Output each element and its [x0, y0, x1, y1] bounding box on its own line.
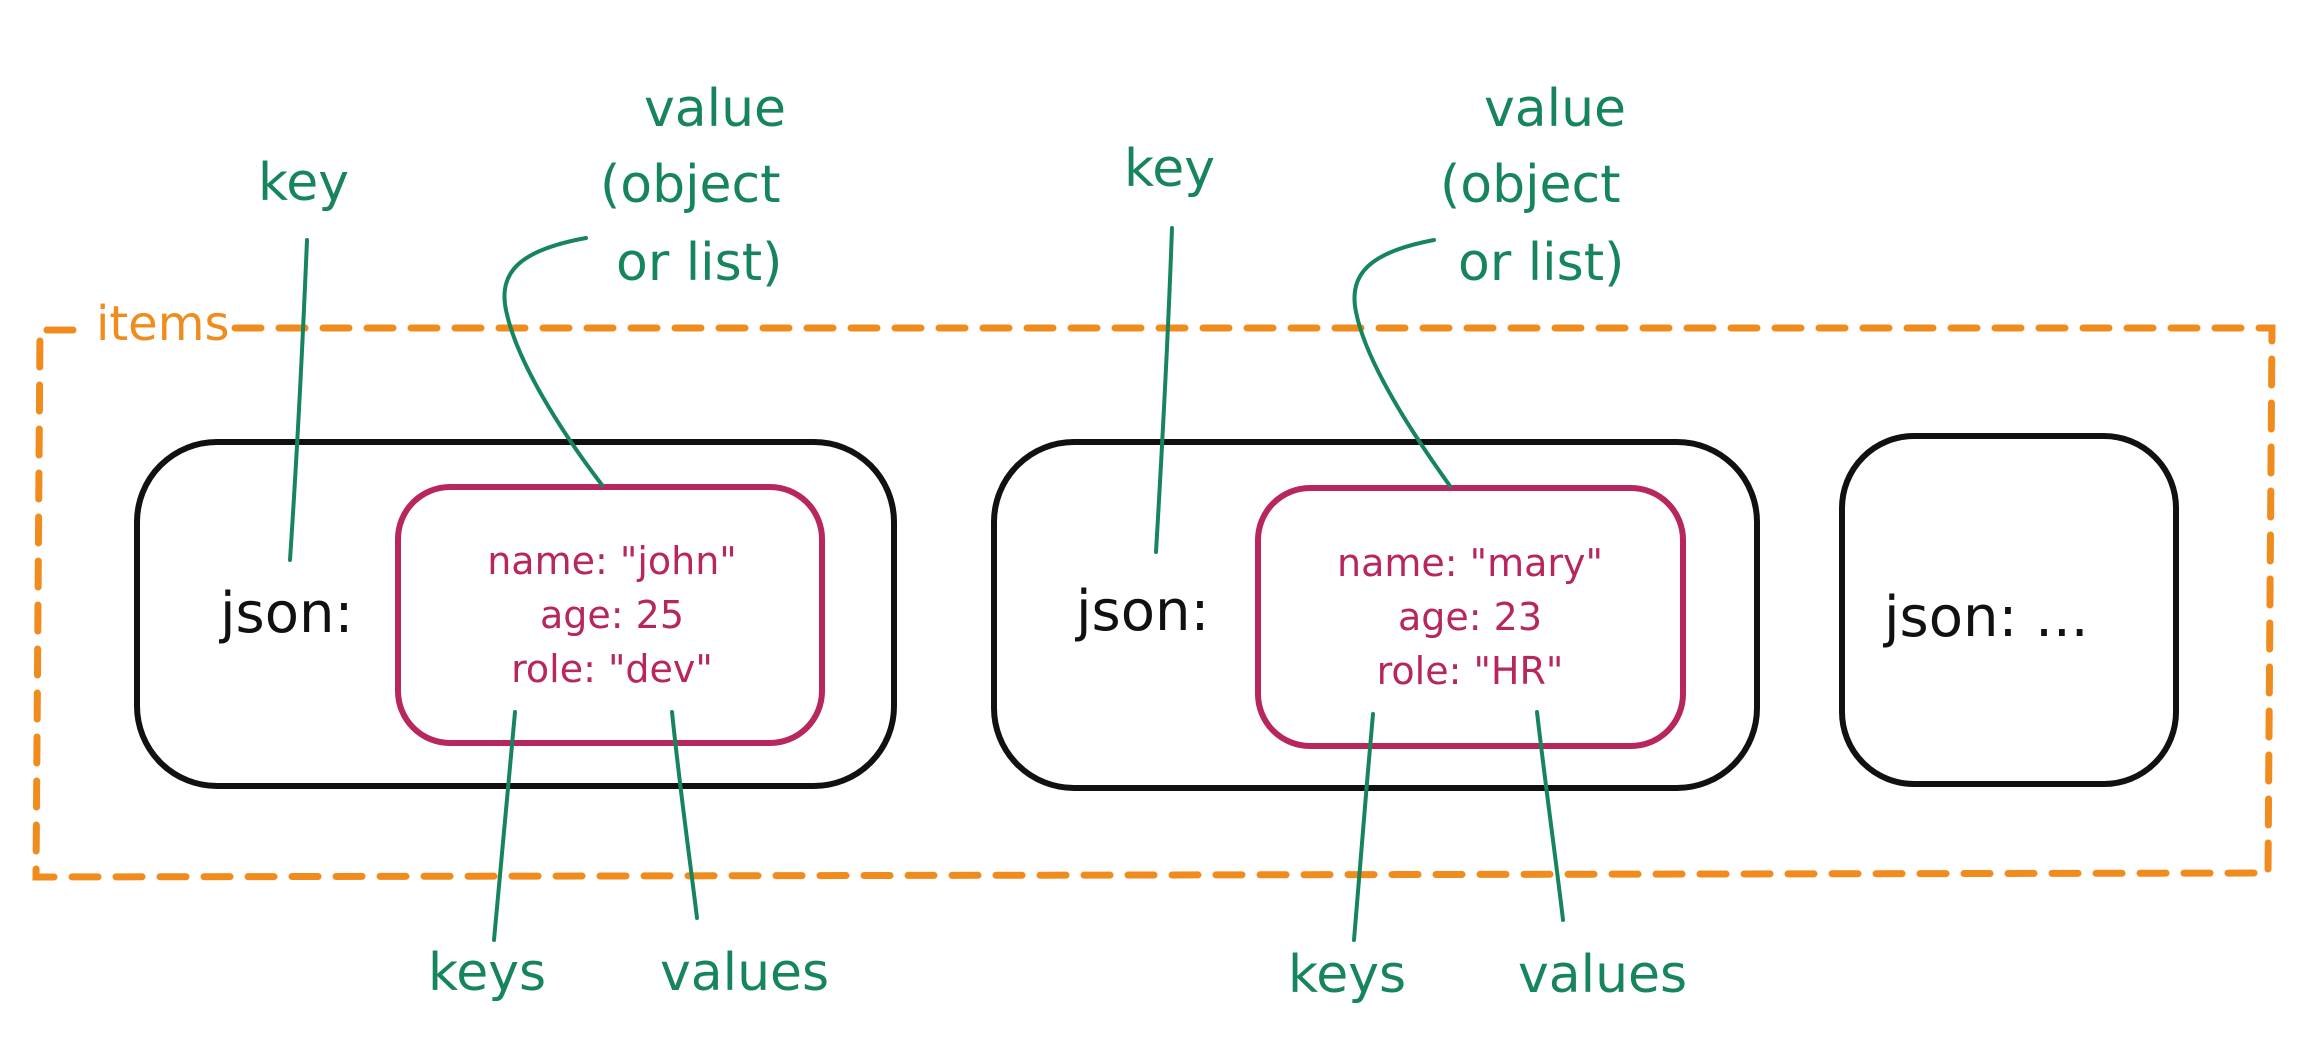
item-2-json-key: json:: [1074, 579, 1209, 644]
item-2-value-box: [1255, 485, 1686, 749]
item-2-keys-leader: [1352, 712, 1375, 942]
item-2-key-leader: [1154, 226, 1174, 554]
item-1-values-leader: [670, 710, 699, 920]
item-1-object-box: [134, 439, 897, 789]
items-dashed-border: [32, 324, 2276, 881]
item-2-value-annotation-line2: (object: [1440, 155, 1621, 215]
item-3-json-key: json: ...: [1882, 585, 2089, 650]
item-2-field-role: role: "HR": [1377, 649, 1564, 693]
item-1-field-name: name: "john": [487, 539, 737, 583]
item-1: json: name: "john" age: 25 role: "dev" k…: [134, 79, 897, 1003]
item-3-object-box: [1839, 433, 2179, 787]
item-2-value-annotation-line1: value: [1484, 79, 1626, 139]
item-1-json-key: json:: [218, 581, 353, 646]
item-2-key-annotation: key: [1124, 139, 1215, 199]
item-1-field-role: role: "dev": [511, 647, 713, 691]
item-2-field-name: name: "mary": [1337, 541, 1603, 585]
item-2-value-annotation-line3: or list): [1458, 233, 1624, 293]
items-label: items: [96, 296, 229, 352]
item-3: json: ...: [1839, 433, 2179, 787]
item-1-values-annotation: values: [660, 943, 829, 1003]
item-2-values-leader: [1535, 710, 1565, 922]
item-1-field-age: age: 25: [540, 593, 684, 637]
item-2: json: name: "mary" age: 23 role: "HR" ke…: [991, 79, 1760, 1005]
item-1-key-annotation: key: [258, 153, 349, 213]
item-2-object-box: [991, 439, 1760, 791]
item-1-value-annotation-line3: or list): [616, 233, 782, 293]
item-1-value-box: [395, 484, 825, 746]
item-2-keys-annotation: keys: [1288, 945, 1406, 1005]
item-1-value-leader: [502, 236, 604, 487]
item-1-keys-annotation: keys: [428, 943, 546, 1003]
item-1-key-leader: [288, 238, 309, 562]
item-2-field-age: age: 23: [1398, 595, 1542, 639]
item-1-keys-leader: [492, 710, 517, 942]
item-1-value-annotation-line2: (object: [600, 155, 781, 215]
items-group: items: [32, 296, 2276, 881]
item-2-values-annotation: values: [1518, 945, 1687, 1005]
item-1-value-annotation-line1: value: [644, 79, 786, 139]
item-2-value-leader: [1352, 238, 1452, 488]
